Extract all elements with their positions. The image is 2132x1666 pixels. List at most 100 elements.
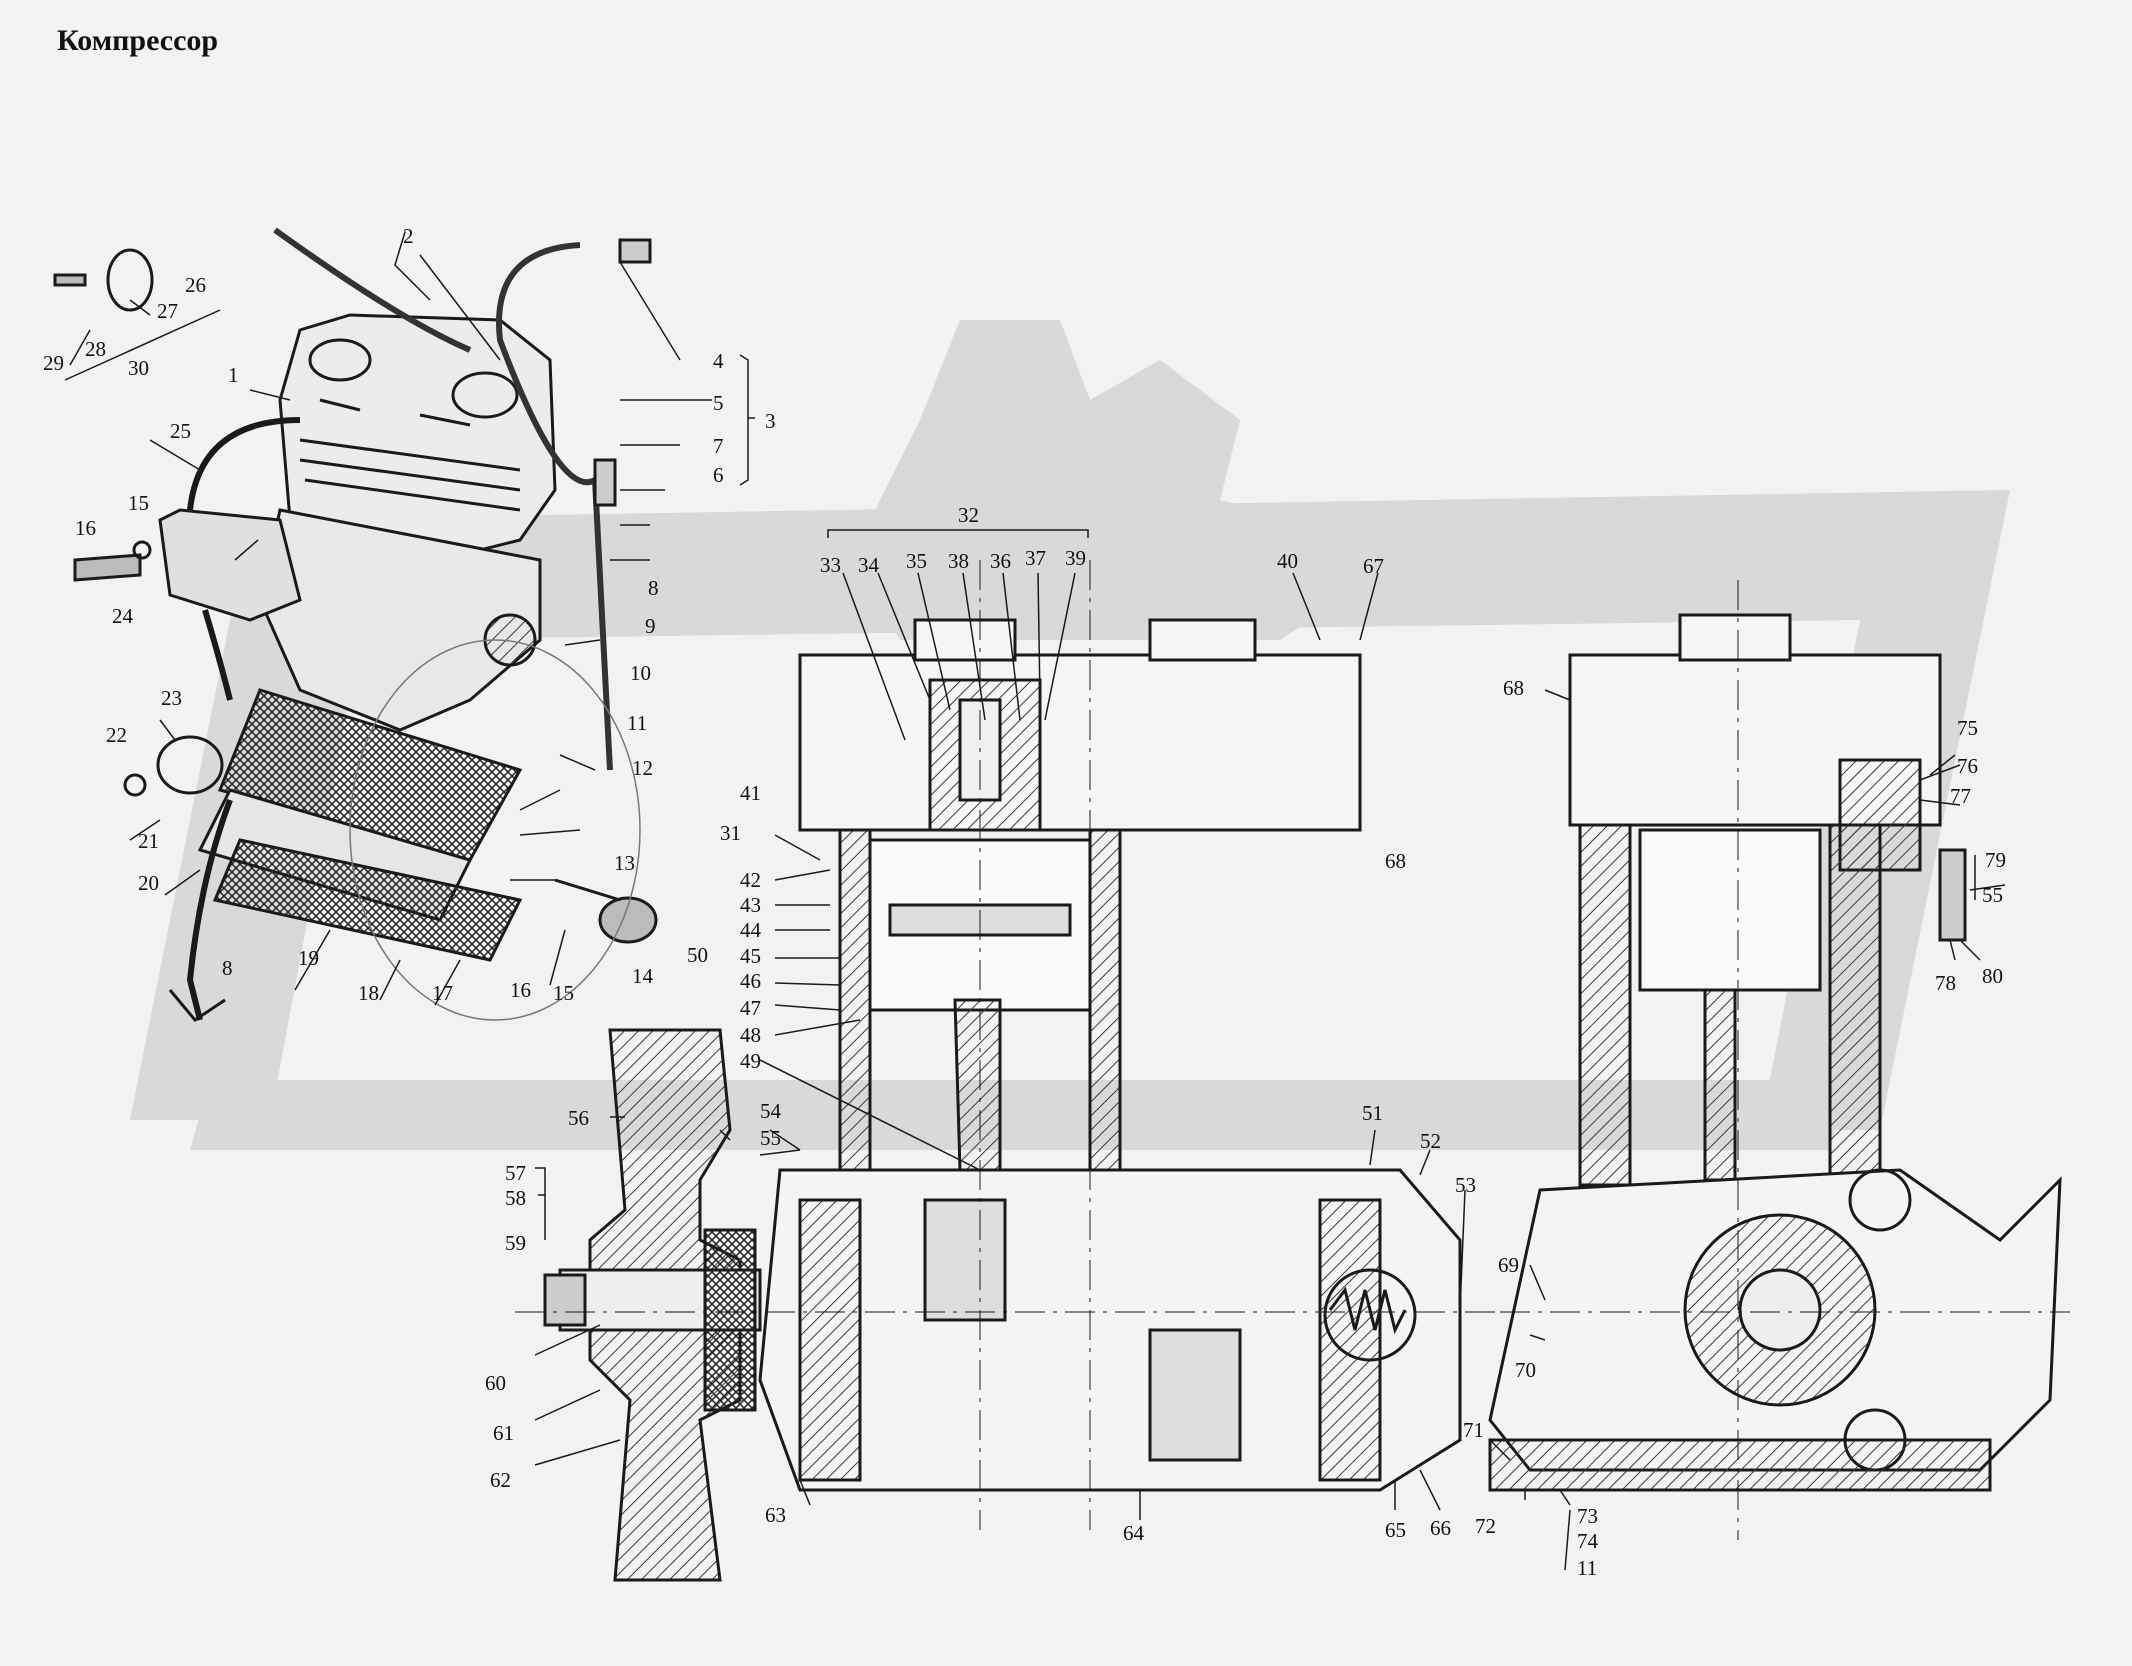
- hose-24: [202, 609, 233, 701]
- label-51: 51: [1362, 1101, 1383, 1125]
- valve-housing: [1323, 1268, 1417, 1362]
- label-80: 80: [1982, 964, 2003, 988]
- label-46: 46: [740, 969, 761, 993]
- label-73: 73: [1577, 1504, 1598, 1528]
- label-31: 31: [720, 821, 741, 845]
- label-3: 3: [765, 409, 776, 433]
- flange-14: [598, 896, 658, 944]
- end-base: [1488, 1438, 1992, 1492]
- oil-seal: [703, 1228, 757, 1412]
- label-12: 12: [632, 756, 653, 780]
- clamp-bolt-22: [123, 773, 147, 797]
- head-cover-left: [913, 618, 1017, 662]
- label-45: 45: [740, 944, 761, 968]
- label-37: 37: [1025, 546, 1046, 570]
- label-33: 33: [820, 553, 841, 577]
- label-15b: 15: [553, 981, 574, 1005]
- label-29: 29: [43, 351, 64, 375]
- page-title: Компрессор: [57, 24, 219, 57]
- leader-lines-end: [1489, 689, 2006, 1506]
- label-15: 15: [128, 491, 149, 515]
- label-79: 79: [1985, 848, 2006, 872]
- bolt-29: [53, 273, 87, 287]
- label-16: 16: [75, 516, 96, 540]
- label-1: 1: [228, 363, 239, 387]
- head-fins: [299, 398, 521, 512]
- cylinder-head-section: [798, 653, 1362, 832]
- bracket-73-74: [1564, 1509, 1571, 1571]
- label-65: 65: [1385, 1518, 1406, 1542]
- label-39: 39: [1065, 546, 1086, 570]
- label-47: 47: [740, 996, 761, 1020]
- label-35: 35: [906, 549, 927, 573]
- label-59: 59: [505, 1231, 526, 1255]
- end-piston: [1638, 828, 1822, 992]
- cylinder-wall-right: [1088, 828, 1122, 1172]
- hose-20: [186, 798, 233, 1021]
- bracket-32: [827, 529, 1089, 538]
- label-23: 23: [161, 686, 182, 710]
- label-26: 26: [185, 273, 206, 297]
- head-cap-2: [451, 371, 519, 419]
- label-8: 8: [648, 576, 659, 600]
- section-view: [515, 529, 1500, 1582]
- end-cylinder-right: [1828, 823, 1882, 1187]
- label-58: 58: [505, 1186, 526, 1210]
- end-bolt-top: [1848, 1168, 1912, 1232]
- end-crank-pin: [1738, 1268, 1822, 1352]
- gasket-17: [212, 838, 523, 962]
- end-cylinder-left: [1578, 823, 1632, 1187]
- label-9: 9: [645, 614, 656, 638]
- connecting-rod: [953, 998, 1002, 1172]
- label-18: 18: [358, 981, 379, 1005]
- part-labels: 1 2 3 4 5 6 7 8 8 9 10 11 11 12 13 14 15…: [43, 224, 2006, 1580]
- exploded-view: [53, 227, 712, 1022]
- label-71: 71: [1463, 1418, 1484, 1442]
- label-34: 34: [858, 553, 880, 577]
- label-40: 40: [1277, 549, 1298, 573]
- crankcase-block: [258, 508, 542, 732]
- label-36: 36: [990, 549, 1011, 573]
- label-74: 74: [1577, 1529, 1599, 1553]
- label-55: 55: [760, 1126, 781, 1150]
- brackets: [64, 309, 1976, 1571]
- label-5: 5: [713, 391, 724, 415]
- crank-counterweight: [923, 1198, 1007, 1322]
- bracket-3: [739, 354, 755, 486]
- label-17: 17: [432, 981, 453, 1005]
- label-57: 57: [505, 1161, 526, 1185]
- label-7: 7: [713, 434, 724, 458]
- label-10: 10: [630, 661, 651, 685]
- label-22: 22: [106, 723, 127, 747]
- label-55b: 55: [1982, 883, 2003, 907]
- clamp-27: [106, 248, 154, 312]
- bearing-right: [1318, 1198, 1382, 1482]
- label-14: 14: [632, 964, 654, 988]
- label-66: 66: [1430, 1516, 1451, 1540]
- end-view: [1488, 580, 2070, 1540]
- label-21: 21: [138, 829, 159, 853]
- label-11b: 11: [1577, 1556, 1597, 1580]
- label-48: 48: [740, 1023, 761, 1047]
- label-52: 52: [1420, 1129, 1441, 1153]
- label-68b: 68: [1503, 676, 1524, 700]
- cylinder-head: [278, 313, 557, 567]
- label-72: 72: [1475, 1514, 1496, 1538]
- label-13: 13: [614, 851, 635, 875]
- label-25: 25: [170, 419, 191, 443]
- label-38: 38: [948, 549, 969, 573]
- label-8b: 8: [222, 956, 233, 980]
- label-75: 75: [1957, 716, 1978, 740]
- label-6: 6: [713, 463, 724, 487]
- leader-lines-left: [69, 231, 712, 1006]
- shaft-nut: [543, 1273, 587, 1327]
- intake-manifold: [158, 508, 302, 622]
- bearing-left: [798, 1198, 862, 1482]
- label-68: 68: [1385, 849, 1406, 873]
- label-16b: 16: [510, 978, 531, 1002]
- label-24: 24: [112, 604, 134, 628]
- end-side-fitting: [1938, 848, 1967, 942]
- head-cap: [308, 338, 372, 382]
